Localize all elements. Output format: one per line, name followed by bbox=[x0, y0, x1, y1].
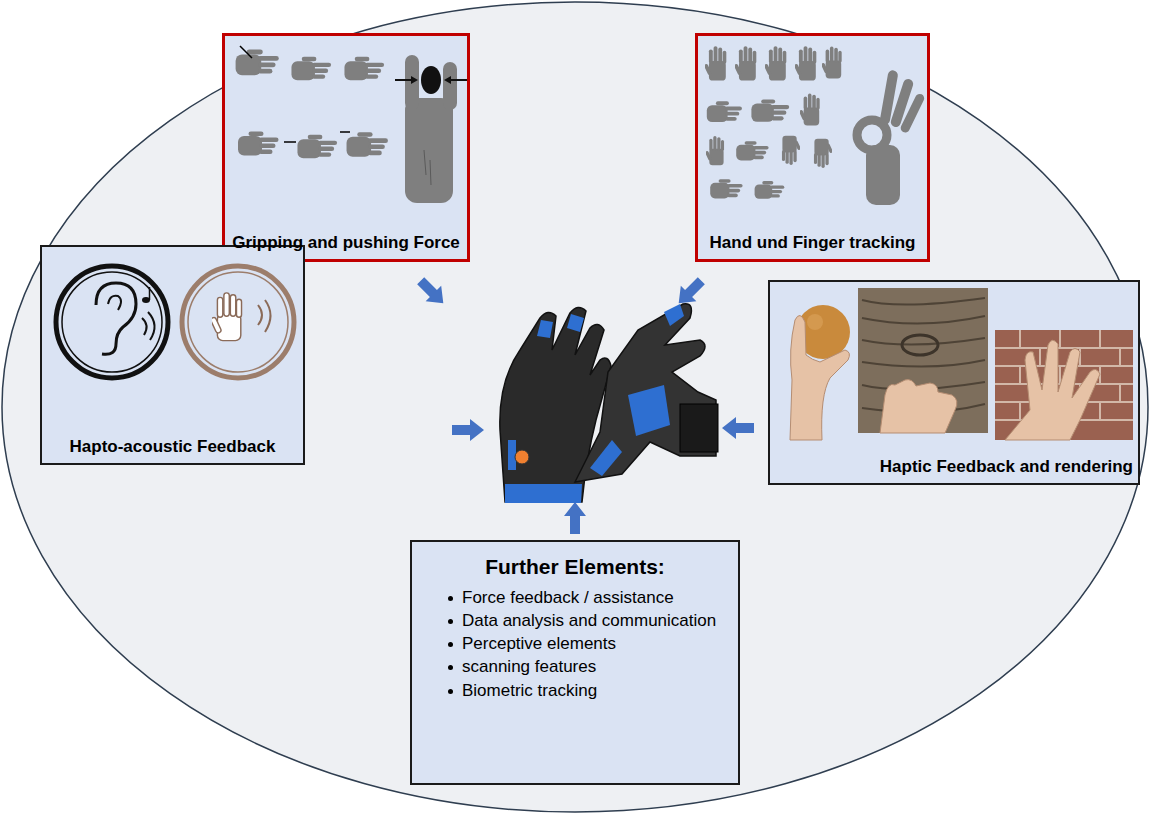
glove-illustration-part bbox=[515, 450, 529, 464]
haptic-photos bbox=[790, 288, 1133, 440]
gripping-icons-part bbox=[340, 131, 350, 133]
glove-illustration-part bbox=[680, 404, 718, 452]
gesture-icons-part bbox=[734, 46, 757, 80]
gesture-icons-part bbox=[899, 92, 926, 134]
box-heading: Further Elements: bbox=[426, 552, 724, 587]
hapto-acoustic-icons-part bbox=[56, 266, 168, 378]
list-item: Biometric tracking bbox=[448, 680, 724, 702]
hapto-acoustic-icons bbox=[56, 266, 294, 378]
gesture-icons-part bbox=[755, 181, 785, 199]
glove-illustration-part bbox=[505, 484, 582, 503]
gripping-icons bbox=[236, 46, 467, 203]
gripping-icons-part bbox=[421, 66, 441, 94]
hapto-acoustic-icons-part bbox=[62, 272, 162, 372]
gripping-icons-part bbox=[238, 132, 279, 156]
block-arrows-part bbox=[671, 273, 709, 311]
gripping-icons-part bbox=[444, 76, 451, 84]
gesture-icons-part bbox=[799, 94, 820, 126]
hapto-acoustic-icons-part bbox=[258, 300, 271, 332]
haptic-photos-part bbox=[902, 335, 938, 355]
box-label: Haptic Feedback and rendering bbox=[770, 457, 1138, 483]
block-arrows-part bbox=[722, 417, 754, 439]
gesture-icons-part bbox=[782, 136, 801, 165]
gesture-icons-part bbox=[710, 179, 742, 198]
hapto-acoustic-icons-part bbox=[182, 266, 294, 378]
gripping-icons-part bbox=[284, 141, 296, 143]
gripping-icons-part bbox=[424, 150, 431, 185]
glove-illustration-part bbox=[664, 304, 684, 326]
glove-illustration-part bbox=[567, 314, 584, 332]
hapto-acoustic-icons-part bbox=[142, 312, 155, 340]
gripping-icons-part bbox=[405, 98, 453, 203]
gripping-icons-part bbox=[344, 57, 384, 80]
gesture-icons-part bbox=[764, 46, 787, 80]
gesture-icons-part bbox=[814, 139, 833, 168]
box-label: Hapto-acoustic Feedback bbox=[42, 437, 303, 463]
gripping-icons-part bbox=[405, 55, 419, 110]
block-arrows-part bbox=[413, 273, 451, 311]
block-arrows bbox=[413, 273, 754, 534]
hapto-acoustic-icons-part bbox=[210, 293, 241, 341]
block-arrows-part bbox=[564, 502, 586, 534]
gesture-icons-part bbox=[705, 136, 724, 165]
gesture-icons-part bbox=[707, 101, 742, 122]
feature-list-box: Further Elements:Force feedback / assist… bbox=[410, 540, 740, 785]
block-arrows-part bbox=[452, 419, 484, 441]
gripping-icons-part bbox=[291, 57, 331, 80]
gesture-icons-part bbox=[794, 46, 817, 80]
list-item: Data analysis and communication bbox=[448, 610, 724, 632]
box-label: Gripping and pushing Force bbox=[225, 233, 467, 259]
gesture-icons bbox=[704, 46, 926, 205]
gripping-icons-part bbox=[236, 50, 279, 76]
hapto-acoustic-icons-part bbox=[149, 287, 151, 300]
glove-illustration-part bbox=[537, 320, 553, 338]
gesture-icons-part bbox=[751, 99, 789, 121]
hapto-acoustic-icons-part bbox=[96, 283, 136, 354]
gripping-icons-part bbox=[347, 132, 388, 157]
gripping-icons-part bbox=[297, 135, 337, 158]
gesture-icons-part bbox=[821, 47, 842, 79]
hapto-acoustic-icons-part bbox=[108, 296, 121, 310]
haptic-photos-part bbox=[858, 288, 988, 433]
glove-illustration bbox=[500, 304, 718, 503]
gripping-icons-part bbox=[443, 62, 457, 110]
glove-illustration-part bbox=[575, 304, 716, 482]
haptic-photos-part bbox=[790, 315, 849, 440]
gesture-icons-part bbox=[704, 46, 727, 80]
glove-illustration-part bbox=[628, 385, 670, 436]
haptic-photos-part bbox=[807, 314, 823, 330]
gripping-icons-part bbox=[411, 76, 418, 84]
list-item: Force feedback / assistance bbox=[448, 587, 724, 609]
haptic-photos-part bbox=[995, 330, 1133, 440]
box-label: Hand und Finger tracking bbox=[698, 233, 927, 259]
glove-illustration-part bbox=[590, 440, 622, 476]
haptic-photos-part bbox=[1005, 340, 1100, 440]
haptic-photos-part bbox=[880, 380, 957, 433]
hapto-acoustic-icons-part bbox=[188, 272, 288, 372]
list-item: Perceptive elements bbox=[448, 633, 724, 655]
gesture-icons-part bbox=[866, 145, 900, 205]
gripping-icons-part bbox=[240, 46, 252, 58]
gesture-icons-part bbox=[736, 141, 768, 160]
list-item: scanning features bbox=[448, 656, 724, 678]
